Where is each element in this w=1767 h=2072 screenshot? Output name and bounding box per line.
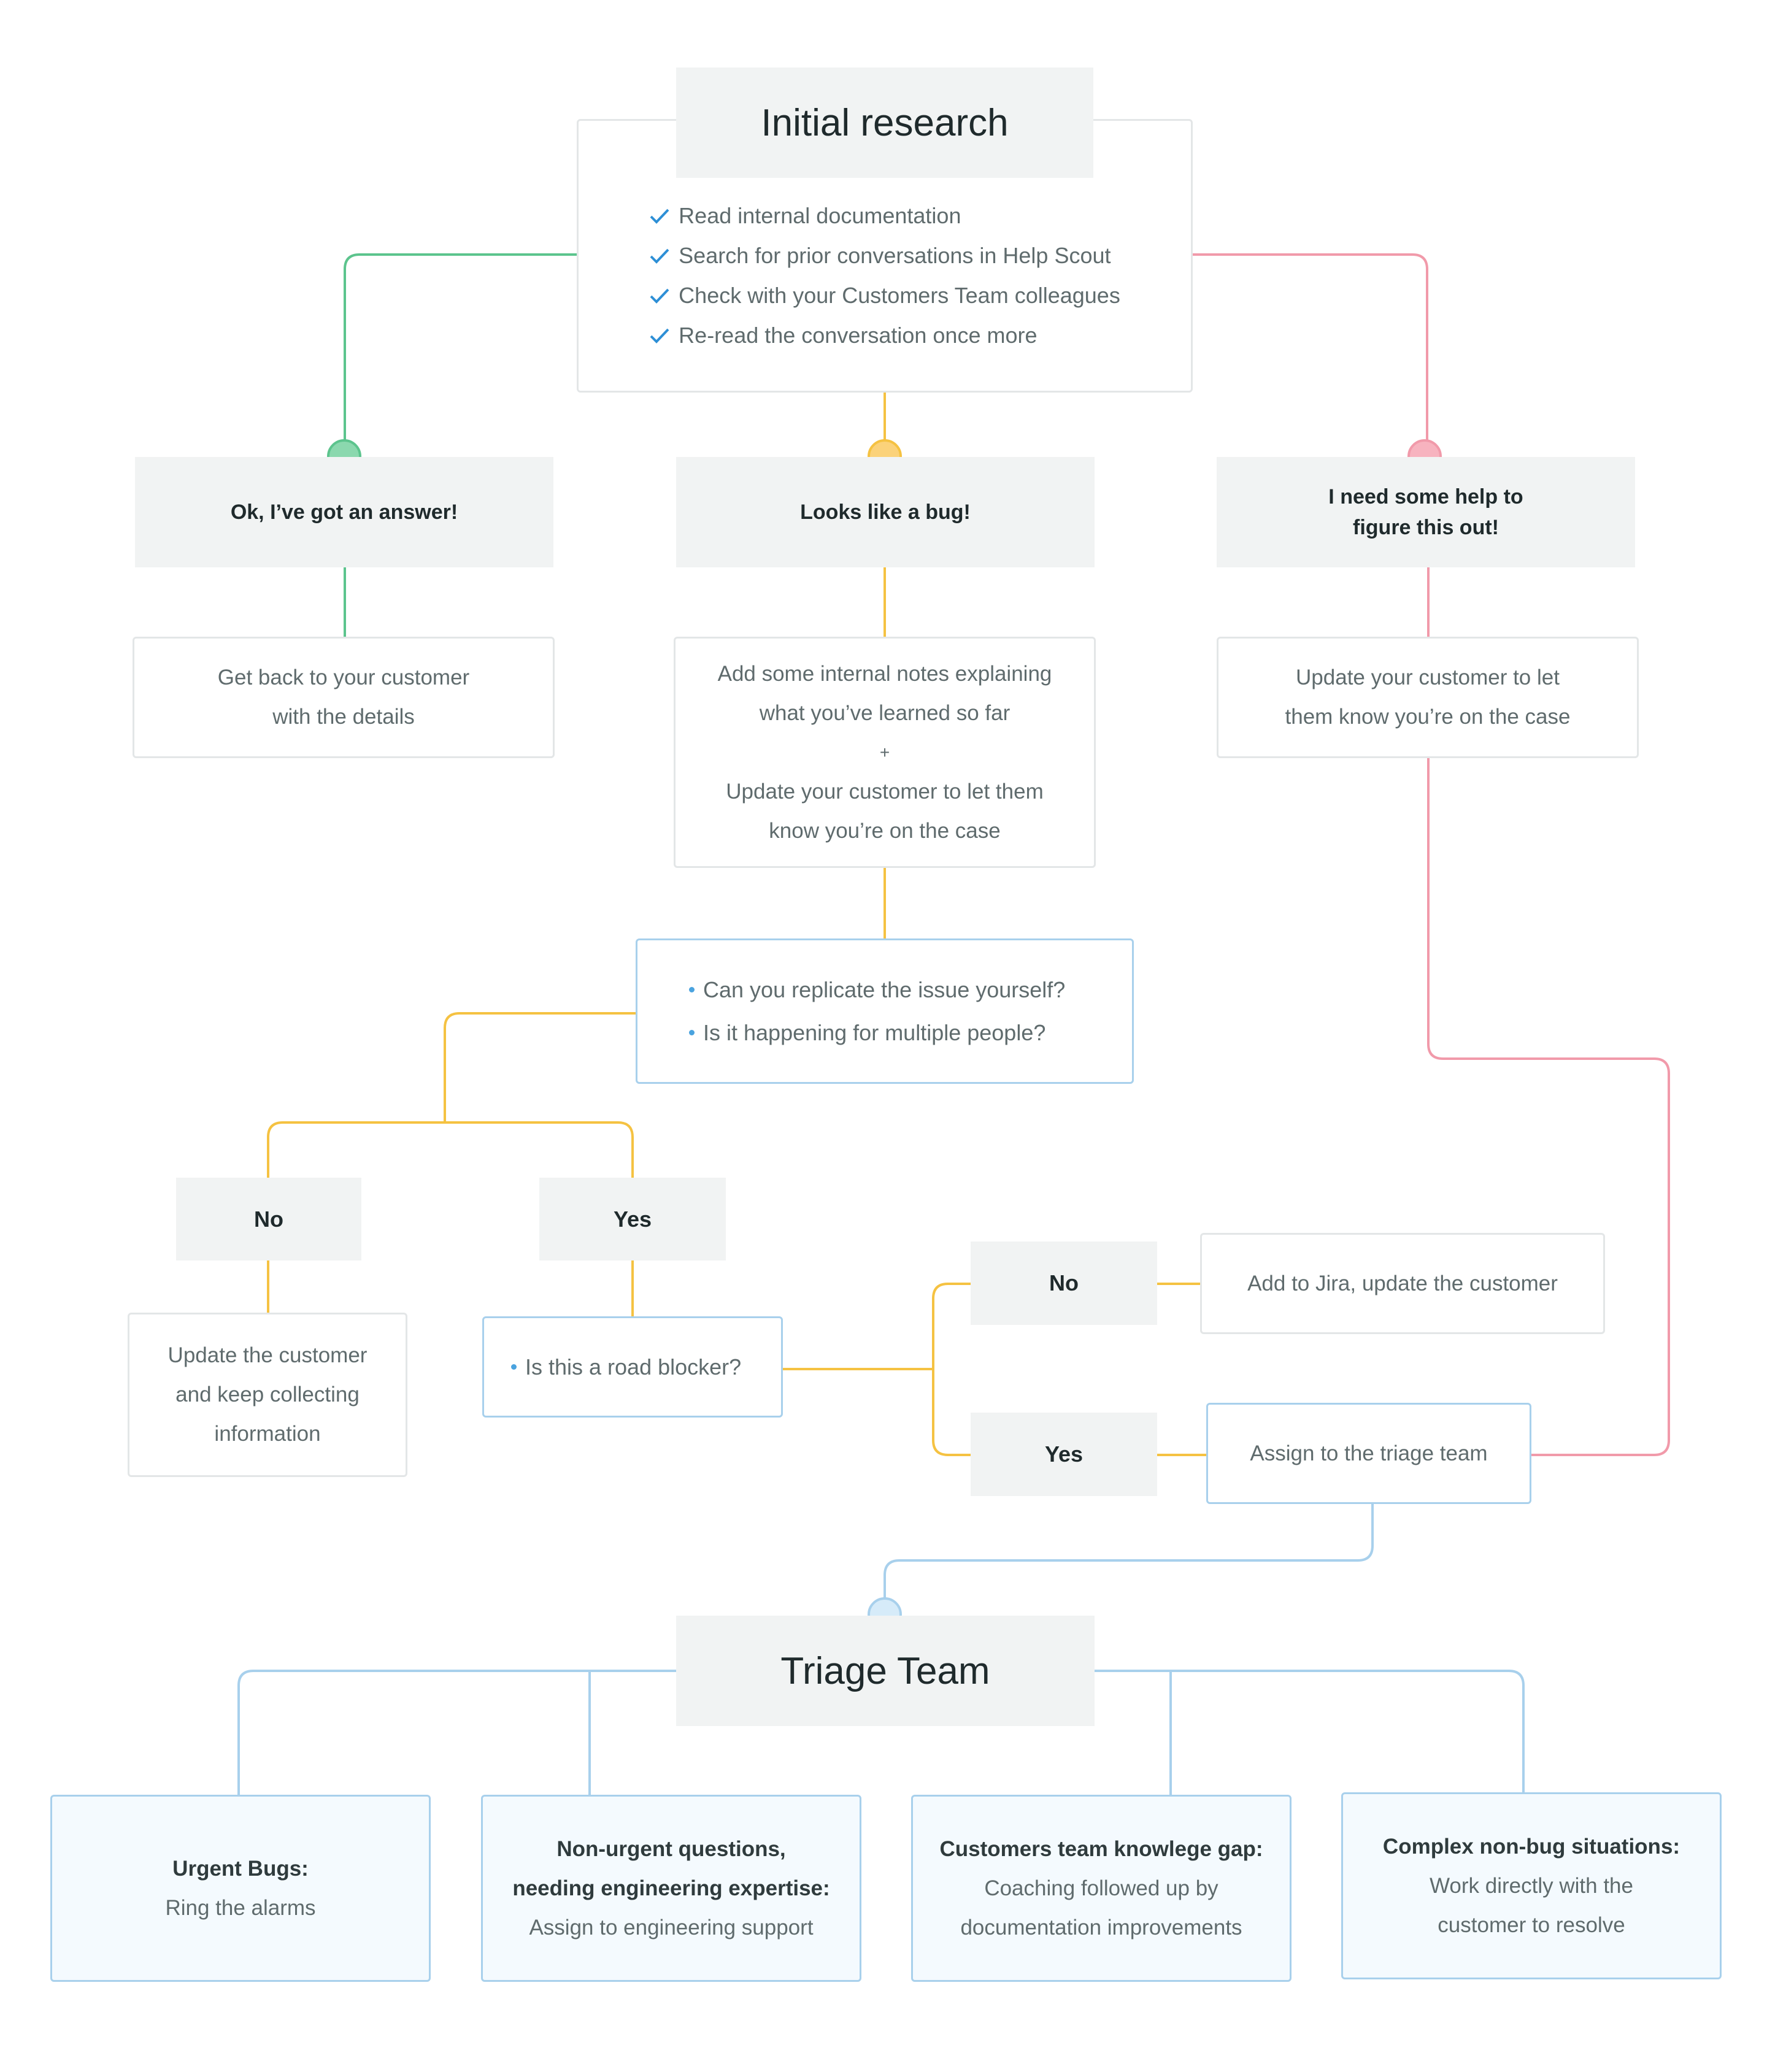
yellow-connector (444, 1012, 637, 1122)
checklist-item: Search for prior conversations in Help S… (649, 236, 1120, 275)
bullet-icon (689, 1030, 695, 1035)
jira-card: Add to Jira, update the customer (1200, 1233, 1605, 1334)
list-item: Can you replicate the issue yourself? (689, 969, 1065, 1011)
yellow-connector (267, 1121, 634, 1178)
road-blocker-card: Is this a road blocker? (482, 1316, 783, 1418)
yellow-connector (932, 1283, 971, 1456)
bug-questions-card: Can you replicate the issue yourself? Is… (636, 938, 1134, 1084)
bug-branch-header: Looks like a bug! (676, 457, 1095, 567)
checklist-item: Read internal documentation (649, 196, 1120, 236)
assign-triage-card: Assign to the triage team (1206, 1403, 1531, 1504)
list-item: Is this a road blocker? (511, 1346, 741, 1389)
research-checklist: Read internal documentation Search for p… (649, 196, 1120, 355)
help-branch-header: I need some help to figure this out! (1217, 457, 1635, 567)
blue-connector (237, 1670, 677, 1795)
triage-card-urgent-bugs: Urgent Bugs: Ring the alarms (50, 1795, 431, 1982)
check-icon (650, 288, 669, 304)
help-action-card: Update your customer to let them know yo… (1217, 637, 1639, 758)
triage-card-complex-non-bug: Complex non-bug situations: Work directl… (1341, 1792, 1722, 1979)
blue-connector (1095, 1670, 1525, 1792)
checklist-item: Check with your Customers Team colleague… (649, 275, 1120, 315)
bug-action-card: Add some internal notes explaining what … (674, 637, 1096, 868)
pink-connector (1427, 758, 1670, 1456)
check-icon (650, 209, 669, 224)
bug-questions-list: Can you replicate the issue yourself? Is… (689, 969, 1065, 1054)
answer-action-card: Get back to your customer with the detai… (133, 637, 555, 758)
answer-branch-header: Ok, I’ve got an answer! (135, 457, 553, 567)
collect-info-card: Update the customer and keep collecting … (128, 1313, 407, 1477)
replicate-no-label: No (176, 1178, 361, 1260)
check-icon (650, 248, 669, 264)
blocker-no-label: No (971, 1241, 1157, 1325)
initial-research-title: Initial research (676, 67, 1093, 178)
green-connector (344, 253, 579, 456)
blue-connector (884, 1504, 1374, 1614)
check-icon (650, 328, 669, 343)
blocker-yes-label: Yes (971, 1413, 1157, 1496)
list-item: Is it happening for multiple people? (689, 1011, 1065, 1054)
triage-team-title: Triage Team (676, 1616, 1095, 1726)
bullet-icon (689, 987, 695, 992)
bullet-icon (511, 1364, 517, 1370)
triage-card-knowledge-gap: Customers team knowlege gap: Coaching fo… (911, 1795, 1292, 1982)
pink-connector (1193, 253, 1428, 456)
checklist-item: Re-read the conversation once more (649, 315, 1120, 355)
replicate-yes-label: Yes (539, 1178, 726, 1260)
triage-card-non-urgent: Non-urgent questions, needing engineerin… (481, 1795, 861, 1982)
